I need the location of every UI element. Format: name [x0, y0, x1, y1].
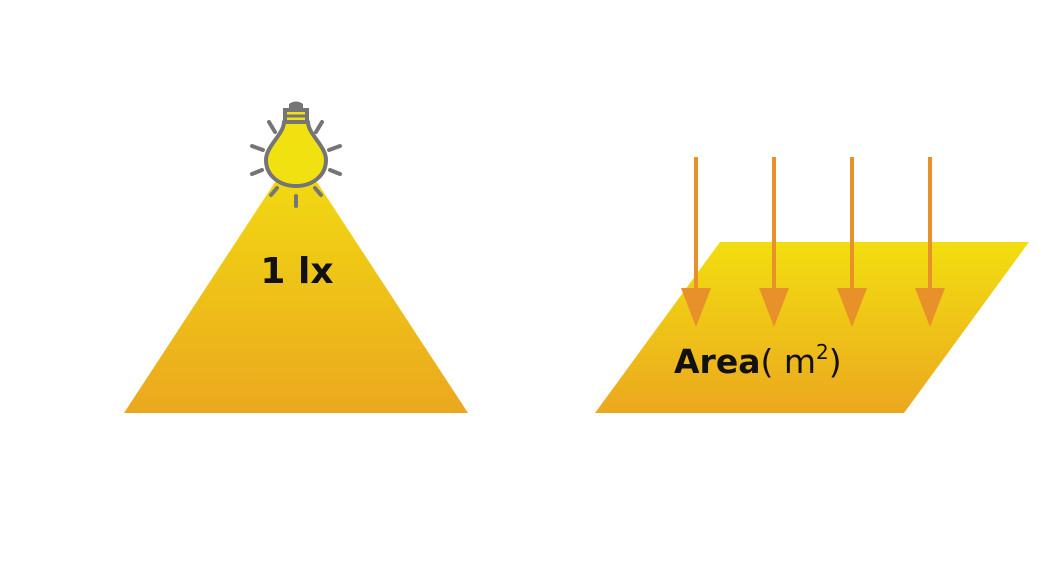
illuminance-label: 1 lx [260, 251, 333, 292]
area-label-unit-open: ( m [760, 342, 816, 381]
illuminated-surface [595, 242, 1029, 413]
area-label-word: Area [674, 342, 760, 381]
incident-arrow [681, 157, 711, 327]
area-label: Area( m2) [674, 340, 842, 381]
light-bulb-icon [250, 101, 342, 208]
incident-arrow [759, 157, 789, 327]
incident-arrows [681, 157, 945, 327]
surface-group: Area( m2) [595, 157, 1029, 413]
light-cone [124, 150, 468, 413]
area-label-unit-close: ) [829, 342, 842, 381]
light-cone-group: 1 lx [124, 101, 468, 413]
area-label-superscript: 2 [816, 340, 829, 364]
incident-arrow [837, 157, 867, 327]
incident-arrow [915, 157, 945, 327]
